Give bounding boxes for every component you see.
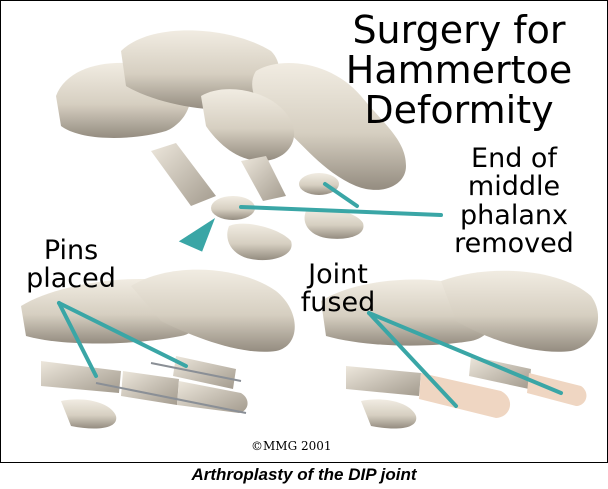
direction-arrow-icon bbox=[183, 223, 211, 249]
end-of-phalanx-label: End of middle phalanx removed bbox=[429, 145, 599, 258]
diagram-title: Surgery for Hammertoe Deformity bbox=[329, 11, 589, 131]
copyright-notice: ©MMG 2001 bbox=[251, 439, 332, 453]
figure-caption: Arthroplasty of the DIP joint bbox=[0, 465, 608, 485]
joint-fused-label: Joint fused bbox=[283, 261, 393, 318]
pins-placed-label: Pins placed bbox=[11, 237, 131, 294]
illustration-frame: Surgery for Hammertoe Deformity End of m… bbox=[0, 0, 608, 463]
